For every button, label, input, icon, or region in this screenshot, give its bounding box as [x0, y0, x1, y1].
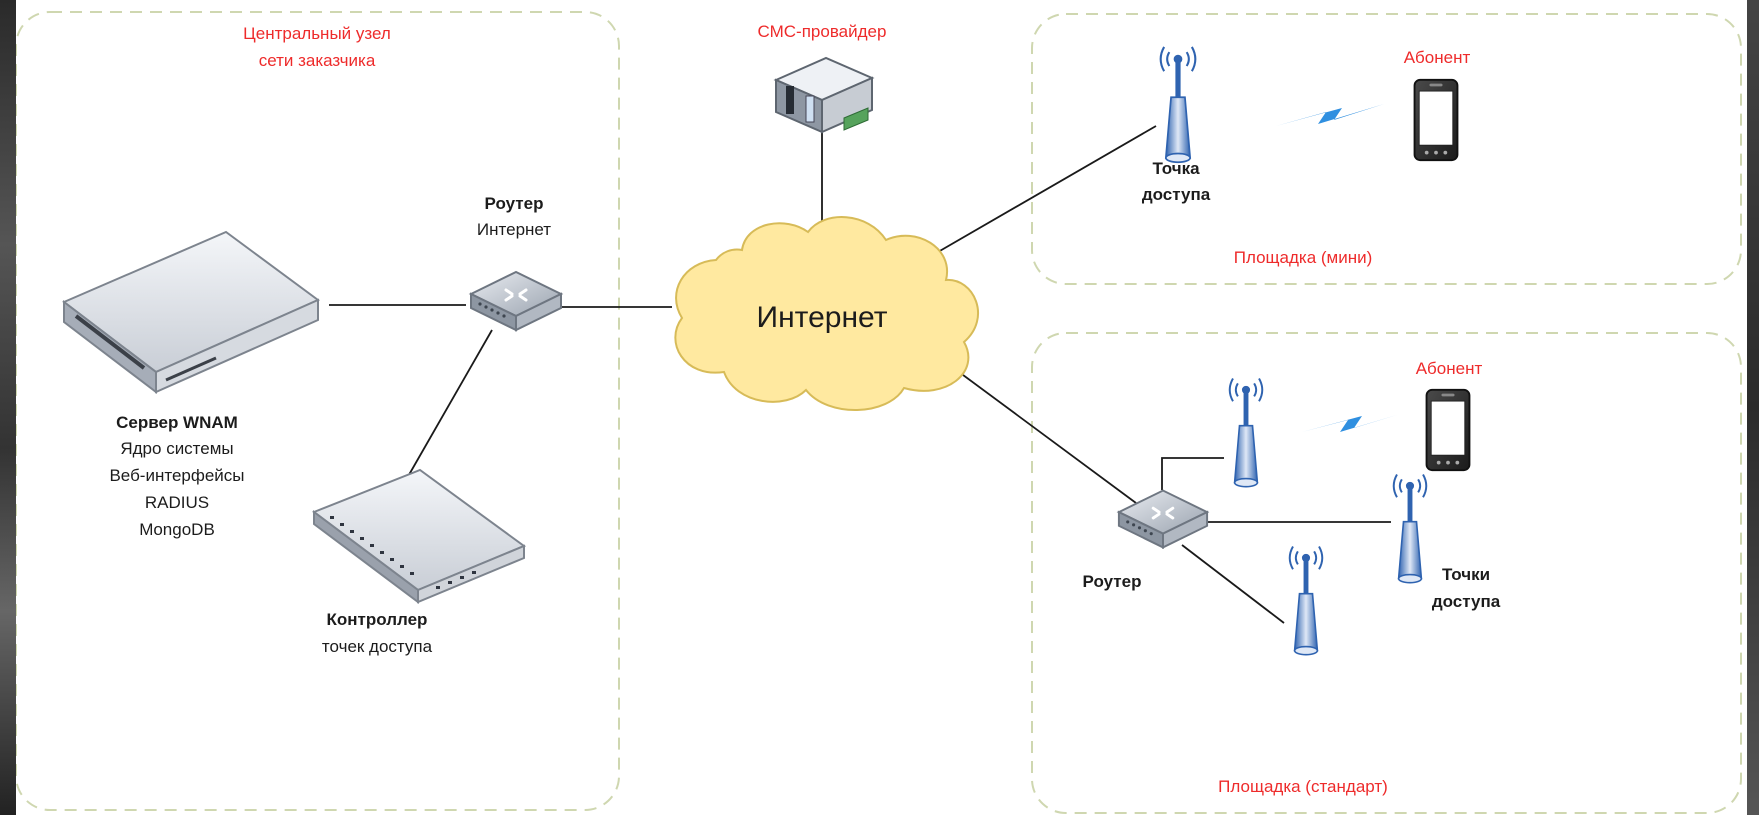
wireless-signal-mini-icon — [1276, 104, 1384, 126]
central-router-subtitle: Интернет — [477, 220, 551, 239]
zone-central-node — [16, 11, 620, 811]
controller-subtitle: точек доступа — [322, 637, 433, 656]
subscriber-mini-label: Абонент — [1404, 48, 1471, 67]
zone-central-title-1: Центральный узел — [243, 24, 391, 43]
network-diagram: Интернет Центр — [16, 0, 1747, 815]
right-background-strip — [1747, 0, 1759, 815]
access-point-mini-icon — [1159, 45, 1197, 164]
access-point-2-icon — [1392, 473, 1428, 584]
network-links — [329, 125, 1391, 624]
link-internet-router-standard — [958, 371, 1137, 504]
link-router-ap1 — [1161, 457, 1224, 490]
server-line-2: Веб-интерфейсы — [109, 466, 244, 485]
zone-site-mini — [1031, 13, 1742, 285]
ap-mini-label-2: доступа — [1142, 185, 1211, 204]
server-title: Сервер WNAM — [116, 413, 238, 432]
link-router-ap3 — [1181, 544, 1285, 624]
controller-title: Контроллер — [327, 610, 428, 629]
server-line-4: MongoDB — [139, 520, 215, 539]
diagram-svg: Интернет Центр — [16, 11, 1742, 814]
server-line-1: Ядро системы — [120, 439, 233, 458]
link-router-controller — [405, 329, 493, 481]
wireless-signal-standard-icon — [1302, 414, 1400, 432]
link-internet-ap-mini — [937, 125, 1157, 253]
access-point-3-icon — [1288, 545, 1324, 656]
zone-standard-title: Площадка (стандарт) — [1218, 777, 1388, 796]
ap-standard-label-1: Точки — [1442, 565, 1490, 584]
access-point-1-icon — [1228, 377, 1264, 488]
server-icon — [62, 230, 320, 395]
subscriber-phone-mini-icon — [1413, 78, 1459, 162]
standard-router-label: Роутер — [1083, 572, 1142, 591]
server-line-3: RADIUS — [145, 493, 209, 512]
subscriber-standard-label: Абонент — [1416, 359, 1483, 378]
switch-icon — [311, 468, 527, 604]
left-background-strip — [0, 0, 16, 815]
ap-mini-label-1: Точка — [1152, 159, 1200, 178]
subscriber-phone-standard-icon — [1425, 388, 1471, 472]
internet-cloud-label: Интернет — [757, 301, 888, 334]
zone-central-title-2: сети заказчика — [259, 51, 376, 70]
sms-server-icon — [773, 56, 875, 134]
central-router-title: Роутер — [485, 194, 544, 213]
central-router-icon — [469, 270, 563, 332]
sms-provider-label: СМС-провайдер — [758, 22, 887, 41]
zone-mini-title: Площадка (мини) — [1234, 248, 1373, 267]
internet-cloud-icon — [674, 216, 980, 411]
zone-site-standard — [1031, 332, 1742, 814]
ap-standard-label-2: доступа — [1432, 592, 1501, 611]
